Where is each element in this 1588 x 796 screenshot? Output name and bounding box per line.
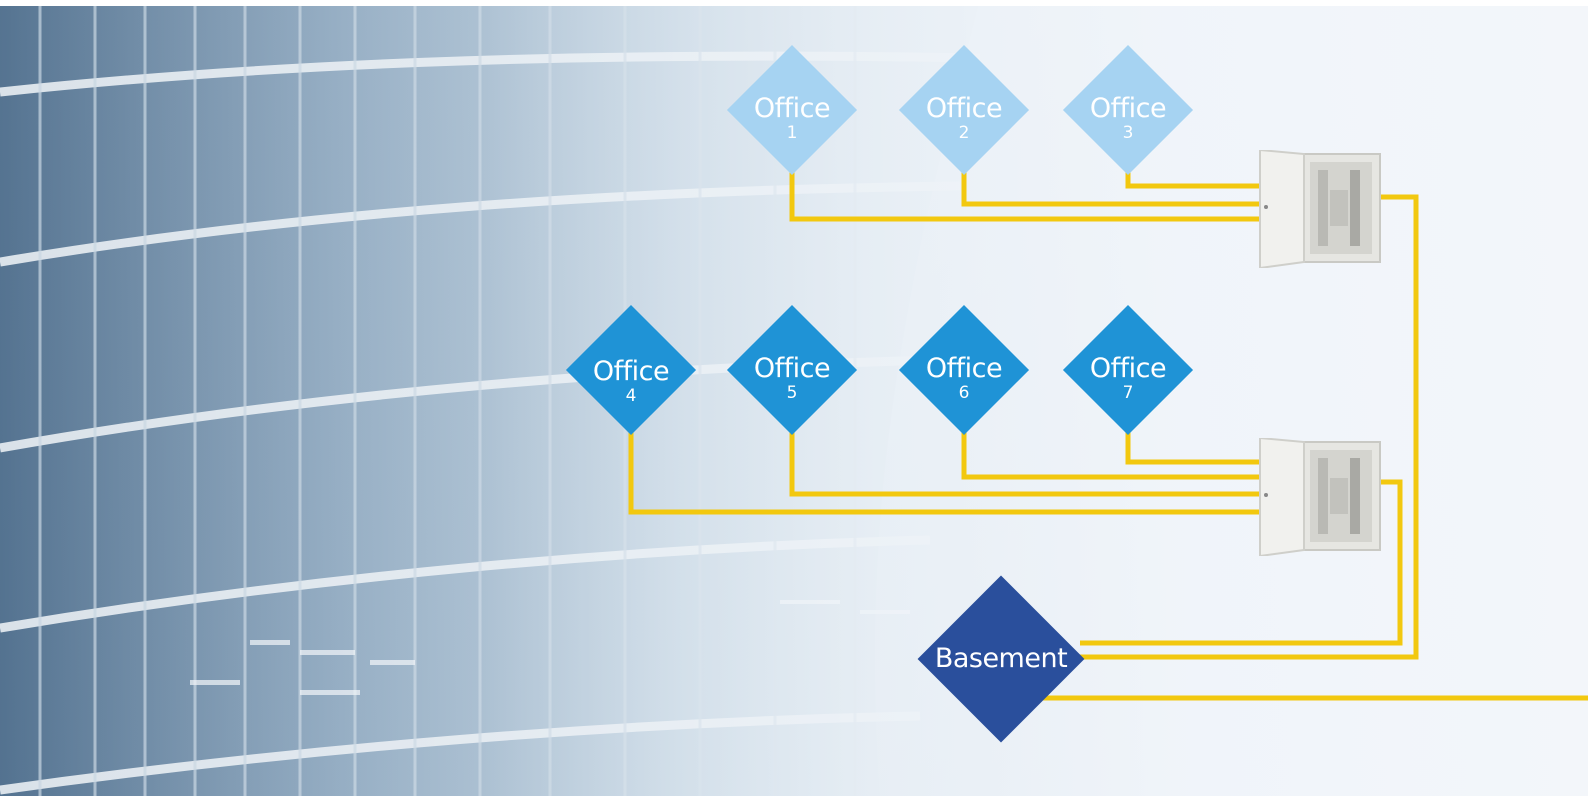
office-number: 6 — [958, 383, 970, 403]
lower-floor-panel — [1259, 438, 1381, 556]
office-node-2-label: Office 2 — [899, 93, 1029, 143]
office-number: 1 — [786, 123, 798, 143]
office-label: Office — [592, 356, 670, 387]
office-label: Office — [1089, 93, 1167, 124]
basement-label: Basement — [934, 643, 1068, 674]
office-number: 3 — [1122, 123, 1134, 143]
office-node-3-label: Office 3 — [1063, 93, 1193, 143]
office-number: 4 — [625, 386, 637, 406]
office-node-6-label: Office 6 — [899, 353, 1029, 403]
cable-office-5 — [789, 430, 1262, 497]
cable-office-2 — [961, 170, 1262, 207]
office-node-4-label: Office 4 — [566, 356, 696, 406]
office-label: Office — [753, 353, 831, 384]
office-node-7-label: Office 7 — [1063, 353, 1193, 403]
top-border — [0, 0, 1588, 6]
office-label: Office — [925, 353, 1003, 384]
cable-office-4 — [628, 430, 1262, 515]
office-node-1-label: Office 1 — [727, 93, 857, 143]
office-number: 7 — [1122, 383, 1134, 403]
cable-office-3 — [1125, 170, 1262, 189]
office-label: Office — [1089, 353, 1167, 384]
office-label: Office — [925, 93, 1003, 124]
cable-office-1 — [789, 170, 1262, 222]
cable-office-6 — [961, 430, 1262, 480]
cable-upper-panel-riser — [1072, 194, 1419, 660]
upper-floor-panel — [1259, 150, 1381, 268]
office-number: 5 — [786, 383, 798, 403]
cable-office-7 — [1125, 430, 1262, 465]
office-label: Office — [753, 93, 831, 124]
cable-lower-panel-riser — [1080, 479, 1403, 646]
office-number: 2 — [958, 123, 970, 143]
basement-node-label: Basement — [921, 644, 1081, 674]
office-node-5-label: Office 5 — [727, 353, 857, 403]
